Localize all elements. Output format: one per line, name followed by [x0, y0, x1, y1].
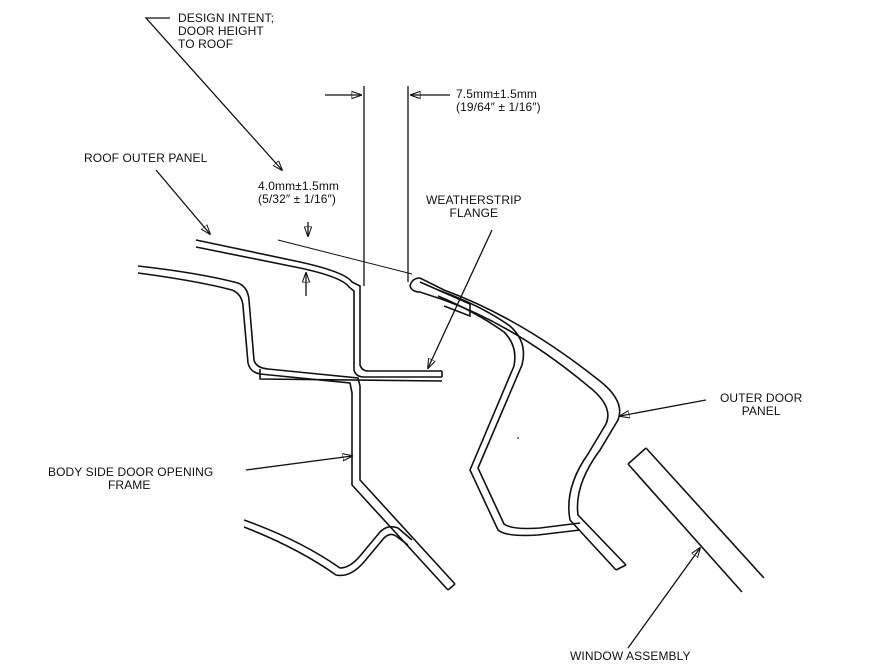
scan-specks	[493, 321, 519, 439]
design-intent-label: DESIGN INTENT; DOOR HEIGHT TO ROOF	[178, 11, 275, 51]
dimension-lines	[277, 86, 450, 286]
outer-door-panel-label: OUTER DOOR PANEL	[720, 391, 803, 418]
body-side-door-opening-frame	[137, 265, 456, 591]
body-side-door-opening-frame-label: BODY SIDE DOOR OPENING FRAME	[48, 465, 214, 492]
height-dimension-arrows	[306, 222, 308, 296]
gap-dimension-label: 7.5mm±1.5mm (19/64″ ± 1/16″)	[456, 87, 541, 114]
height-dimension-label: 4.0mm±1.5mm (5/32″ ± 1/16″)	[258, 179, 340, 206]
roof-outer-panel	[195, 239, 443, 378]
window-assembly	[627, 447, 765, 593]
roof-outer-panel-label: ROOF OUTER PANEL	[84, 151, 208, 165]
weatherstrip-flange-label: WEATHERSTRIP FLANGE	[426, 193, 522, 220]
leader-lines	[144, 17, 707, 649]
window-assembly-label: WINDOW ASSEMBLY	[570, 649, 691, 663]
outer-door-panel	[409, 277, 627, 571]
